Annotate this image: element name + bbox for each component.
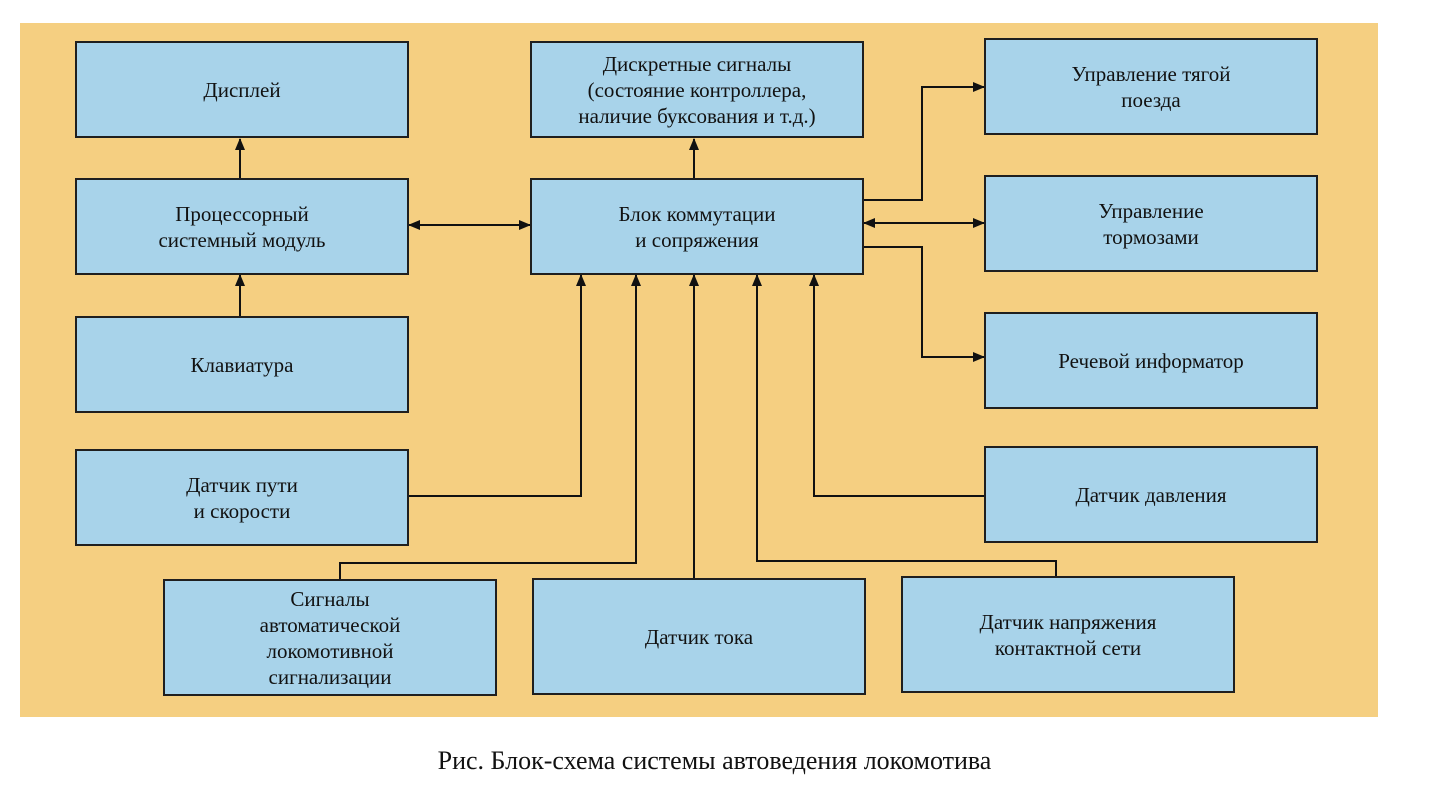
box-discrete-signals: Дискретные сигналы (состояние контроллер… [530,41,864,138]
box-path-speed-sensor: Датчик пути и скорости [75,449,409,546]
box-display: Дисплей [75,41,409,138]
box-traction-control: Управление тягой поезда [984,38,1318,135]
conn-switch-voice [862,246,985,362]
box-pressure-sensor: Датчик давления [984,446,1318,543]
box-switching-unit: Блок коммутации и сопряжения [530,178,864,275]
box-voice-informer: Речевой информатор [984,312,1318,409]
box-keyboard: Клавиатура [75,316,409,413]
conn-pathspeed-switch [409,274,586,497]
box-cpu-module: Процессорный системный модуль [75,178,409,275]
conn-voltage-switch [752,274,1057,576]
box-current-sensor: Датчик тока [532,578,866,695]
box-voltage-sensor: Датчик напряжения контактной сети [901,576,1235,693]
conn-alsn-switch [339,274,641,579]
box-alsn-signals: Сигналы автоматической локомотивной сигн… [163,579,497,696]
conn-pressure-switch [809,274,986,497]
figure-caption: Рис. Блок-схема системы автоведения локо… [437,746,992,775]
conn-switch-traction [862,82,985,201]
box-brake-control: Управление тормозами [984,175,1318,272]
